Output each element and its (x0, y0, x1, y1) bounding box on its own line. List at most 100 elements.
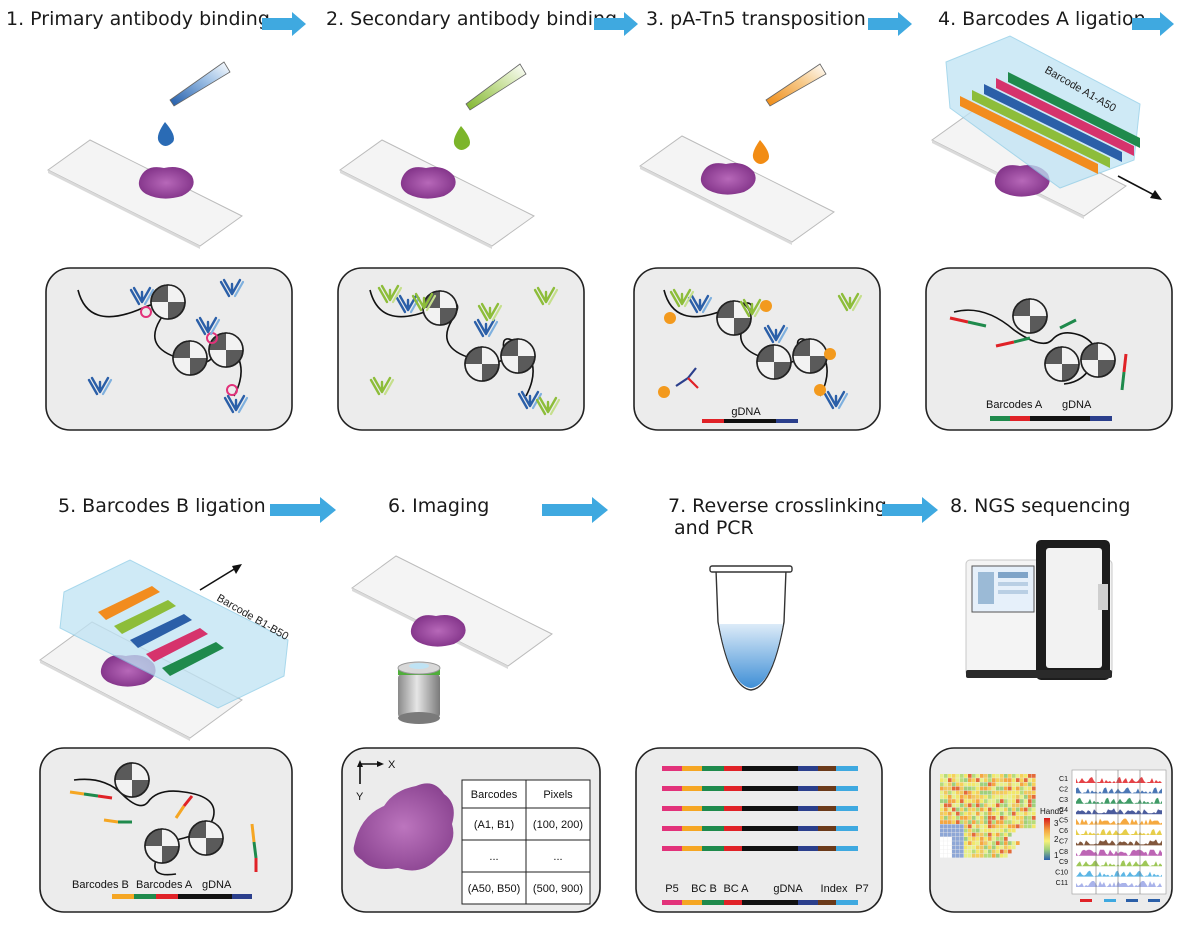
track-signal (1076, 787, 1162, 794)
heatmap-cell (1024, 786, 1028, 791)
heatmap-cell (996, 803, 1000, 808)
heatmap-cell (1028, 795, 1032, 799)
heatmap-cell (940, 774, 944, 778)
heatmap-cell (964, 820, 968, 824)
barcodes-a-label: Barcodes A (986, 399, 1043, 411)
heatmap-cell (1028, 778, 1032, 782)
axis-x-label: X (388, 759, 396, 771)
heatmap-cell (1024, 790, 1028, 795)
tissue-section (138, 167, 194, 199)
heatmap-cell (992, 845, 996, 850)
amplicon-segment (662, 900, 682, 905)
gene-annotation (1104, 899, 1116, 902)
amplicon-segment (682, 786, 702, 791)
heatmap-cell (1020, 816, 1024, 820)
heatmap-cell (956, 790, 960, 795)
heatmap-cell (1000, 799, 1004, 803)
heatmap-cell (980, 849, 984, 854)
heatmap-cell (1012, 803, 1016, 808)
heatmap-cell (944, 807, 948, 812)
heatmap-cell (952, 816, 956, 820)
heatmap-cell (948, 816, 952, 820)
heatmap-cell (1000, 832, 1004, 837)
heatmap-cell (972, 841, 976, 845)
amplicon-segment (702, 806, 724, 811)
heatmap-cell (1012, 816, 1016, 820)
heatmap-cell (1024, 795, 1028, 799)
heatmap-cell (1024, 778, 1028, 782)
heatmap-cell (984, 811, 988, 816)
heatmap-cell (988, 824, 992, 829)
heatmap-cell (1008, 799, 1012, 803)
heatmap-cell (956, 828, 960, 833)
heatmap-cell (1016, 841, 1020, 845)
heatmap-cell (948, 774, 952, 778)
heatmap-cell (992, 799, 996, 803)
heatmap-cell (1016, 824, 1020, 829)
heatmap-cell (988, 795, 992, 799)
amplicon-segment (798, 900, 818, 905)
heatmap-cell (952, 795, 956, 799)
heatmap-cell (988, 778, 992, 782)
heatmap-cell (1000, 841, 1004, 845)
heatmap-cell (960, 828, 964, 833)
heatmap-cell (964, 799, 968, 803)
heatmap-cell (988, 807, 992, 812)
heatmap-cell (960, 774, 964, 778)
heatmap-cell (960, 841, 964, 845)
heatmap-cell (1024, 824, 1028, 829)
table-cell: (100, 200) (533, 819, 583, 831)
heatmap-cell (960, 832, 964, 837)
heatmap-cell (952, 807, 956, 812)
heatmap-cell (1008, 782, 1012, 787)
heatmap-cell (1008, 845, 1012, 850)
heatmap-cell (944, 782, 948, 787)
heatmap-cell (1000, 845, 1004, 850)
tissue-section (994, 165, 1050, 197)
heatmap-cell (976, 790, 980, 795)
heatmap-cell (1012, 795, 1016, 799)
spatial-heatmap (940, 774, 1036, 858)
heatmap-cell (1032, 799, 1036, 803)
heatmap-cell (1016, 811, 1020, 816)
panel-6: X Y Barcodes Pixels (A1, B1) (100, 200) … (341, 747, 601, 913)
heatmap-cell (1020, 786, 1024, 791)
gdna-label: gDNA (202, 879, 232, 891)
heatmap-cell (968, 774, 972, 778)
heatmap-cell (968, 786, 972, 791)
arrow-3-4 (868, 12, 912, 36)
heatmap-cell (944, 774, 948, 778)
heatmap-cell (992, 837, 996, 841)
track-label: C11 (1056, 880, 1068, 887)
heatmap-cell (984, 795, 988, 799)
heatmap-cell (992, 795, 996, 799)
amplicon-segment (702, 766, 724, 771)
heatmap-cell (968, 824, 972, 829)
heatmap-cell (988, 853, 992, 858)
heatmap-cell (956, 837, 960, 841)
heatmap-cell (940, 841, 944, 845)
heatmap-cell (964, 782, 968, 787)
amplicon-segment (818, 846, 836, 851)
heatmap-cell (940, 816, 944, 820)
heatmap-cell (996, 811, 1000, 816)
heatmap-cell (976, 845, 980, 850)
amplicon-segment (836, 806, 858, 811)
heatmap-cell (964, 803, 968, 808)
heatmap-cell (992, 803, 996, 808)
heatmap-cell (1016, 803, 1020, 808)
heatmap-cell (1020, 811, 1024, 816)
heatmap-cell (956, 786, 960, 791)
heatmap-cell (952, 803, 956, 808)
droplet (157, 122, 174, 146)
arrow-4-out (1132, 12, 1174, 36)
heatmap-cell (940, 824, 944, 829)
heatmap-cell (996, 816, 1000, 820)
amplicon-segment (702, 786, 724, 791)
heatmap-cell (984, 786, 988, 791)
heatmap-cell (940, 782, 944, 787)
heatmap-cell (980, 807, 984, 812)
heatmap-cell (984, 778, 988, 782)
